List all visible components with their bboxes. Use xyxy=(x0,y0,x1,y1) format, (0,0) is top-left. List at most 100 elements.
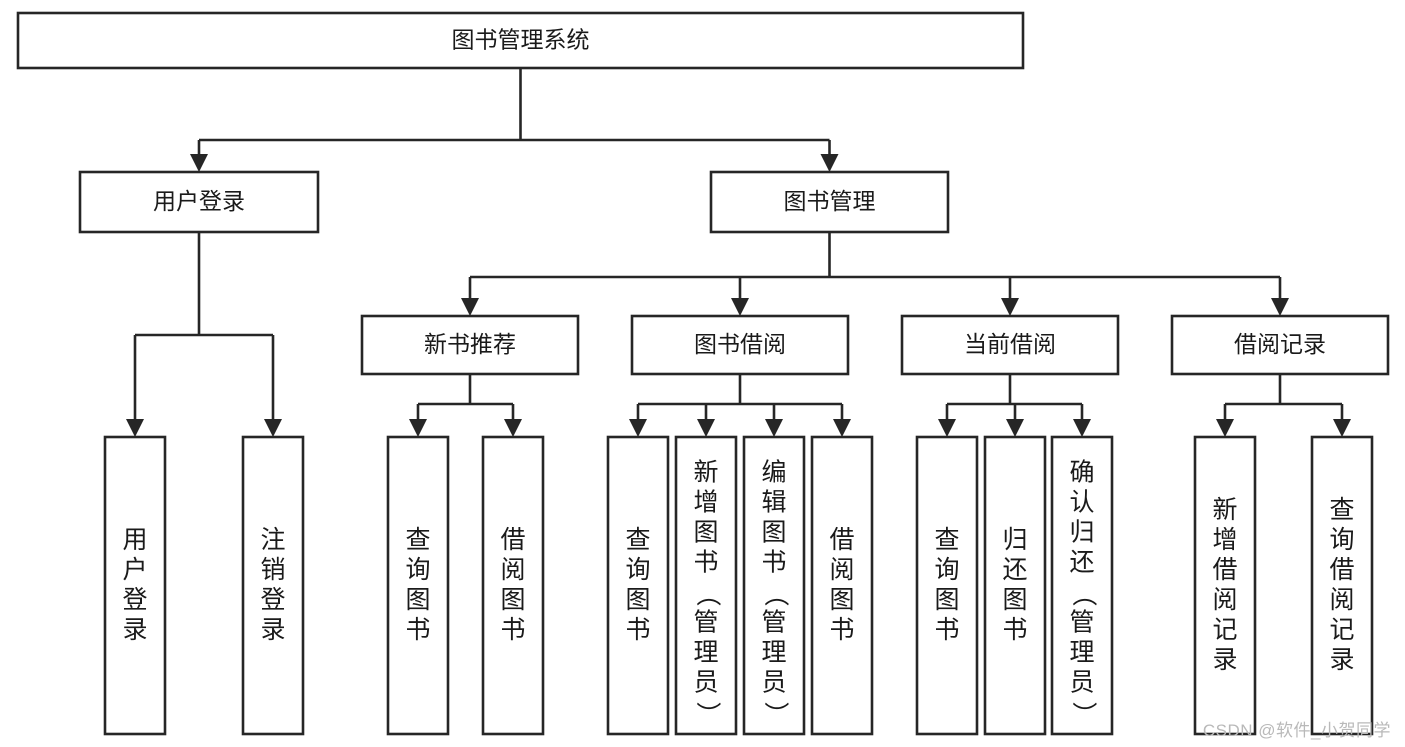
node-label-char: ） xyxy=(1069,701,1097,726)
arrowhead-icon xyxy=(1216,419,1234,437)
edge-layer xyxy=(126,68,1351,437)
node-label-char: 图 xyxy=(405,586,430,614)
node-root[interactable]: 图书管理系统 xyxy=(16,11,1025,70)
node-label-char: 询 xyxy=(405,556,430,584)
node-box xyxy=(386,435,450,736)
node-label-char: 管 xyxy=(693,609,718,637)
node-label-char: 书 xyxy=(500,616,525,644)
node-label: 当前借阅 xyxy=(964,331,1056,357)
edge-group-newbook xyxy=(409,374,522,437)
node-label-char: 还 xyxy=(1002,556,1027,584)
node-label-char: 书 xyxy=(625,616,650,644)
node-label-char: 阅 xyxy=(1329,586,1354,614)
arrowhead-icon xyxy=(697,419,715,437)
node-newbook[interactable]: 新书推荐 xyxy=(360,314,580,376)
arrowhead-icon xyxy=(731,298,749,316)
node-label-char: 登 xyxy=(122,586,147,614)
node-label-char: 用 xyxy=(122,526,147,554)
edge-group-borrow xyxy=(629,374,851,437)
arrowhead-icon xyxy=(1006,419,1024,437)
node-box xyxy=(1193,435,1257,736)
node-label-char: 图 xyxy=(761,519,786,547)
node-label-char: ） xyxy=(693,701,721,726)
node-login[interactable]: 用户登录 xyxy=(78,170,320,234)
node-label-char: 管 xyxy=(1069,609,1094,637)
node-box xyxy=(360,314,580,376)
edge-group-login xyxy=(126,232,282,437)
arrowhead-icon xyxy=(629,419,647,437)
arrowhead-icon xyxy=(409,419,427,437)
node-label-char: 确 xyxy=(1069,459,1094,487)
node-label: 借阅记录 xyxy=(1234,331,1326,357)
node-label-char: 编 xyxy=(761,459,786,487)
node-current[interactable]: 当前借阅 xyxy=(900,314,1120,376)
node-box xyxy=(481,435,545,736)
node-label-char: 书 xyxy=(405,616,430,644)
arrowhead-icon xyxy=(1073,419,1091,437)
node-borrow[interactable]: 图书借阅 xyxy=(630,314,850,376)
node-label-char: 书 xyxy=(829,616,854,644)
node-label-char: 书 xyxy=(761,549,786,577)
node-label-char: 书 xyxy=(1002,616,1027,644)
node-bookmgmt[interactable]: 图书管理 xyxy=(709,170,950,234)
node-label-char: 图 xyxy=(1002,586,1027,614)
node-label-char: 户 xyxy=(122,556,147,584)
edge-group-bookmgmt xyxy=(461,232,1289,316)
node-label-char: 阅 xyxy=(829,556,854,584)
node-label-char: 归 xyxy=(1002,526,1027,554)
node-label-char: （ xyxy=(693,581,721,606)
node-label-char: 理 xyxy=(693,639,718,667)
node-box xyxy=(16,11,1025,70)
arrowhead-icon xyxy=(1333,419,1351,437)
node-label-char: 理 xyxy=(1069,639,1094,667)
node-label-char: 员 xyxy=(693,669,718,697)
node-records[interactable]: 借阅记录 xyxy=(1170,314,1390,376)
edge-group-records xyxy=(1216,374,1351,437)
node-label-char: 查 xyxy=(625,526,650,554)
node-label-char: 图 xyxy=(625,586,650,614)
arrowhead-icon xyxy=(1001,298,1019,316)
node-label-char: 书 xyxy=(934,616,959,644)
node-label-char: 借 xyxy=(829,526,854,554)
arrowhead-icon xyxy=(938,419,956,437)
arrowhead-icon xyxy=(820,154,839,172)
node-label-char: 销 xyxy=(260,556,285,584)
arrowhead-icon xyxy=(461,298,479,316)
node-label-char: 借 xyxy=(1212,556,1237,584)
node-leaf-user-login[interactable]: 用户登录 xyxy=(103,435,167,736)
node-label-char: 查 xyxy=(1329,496,1354,524)
node-box xyxy=(709,170,950,234)
node-label-char: 登 xyxy=(260,586,285,614)
node-box xyxy=(674,435,738,736)
node-label-char: 辑 xyxy=(761,489,786,517)
node-label-char: 新 xyxy=(693,459,718,487)
node-label-char: 增 xyxy=(693,489,718,517)
node-box xyxy=(1050,435,1114,736)
node-label-char: 阅 xyxy=(1212,586,1237,614)
node-label-char: 理 xyxy=(761,639,786,667)
arrowhead-icon xyxy=(126,419,144,437)
node-box xyxy=(900,314,1120,376)
node-label-char: 借 xyxy=(500,526,525,554)
node-label-char: 图 xyxy=(934,586,959,614)
node-box xyxy=(1170,314,1390,376)
node-label-char: 记 xyxy=(1212,616,1237,644)
arrowhead-icon xyxy=(190,154,208,172)
node-label-char: 查 xyxy=(934,526,959,554)
node-label-char: （ xyxy=(761,581,789,606)
node-box xyxy=(742,435,806,736)
node-label-char: 书 xyxy=(693,549,718,577)
